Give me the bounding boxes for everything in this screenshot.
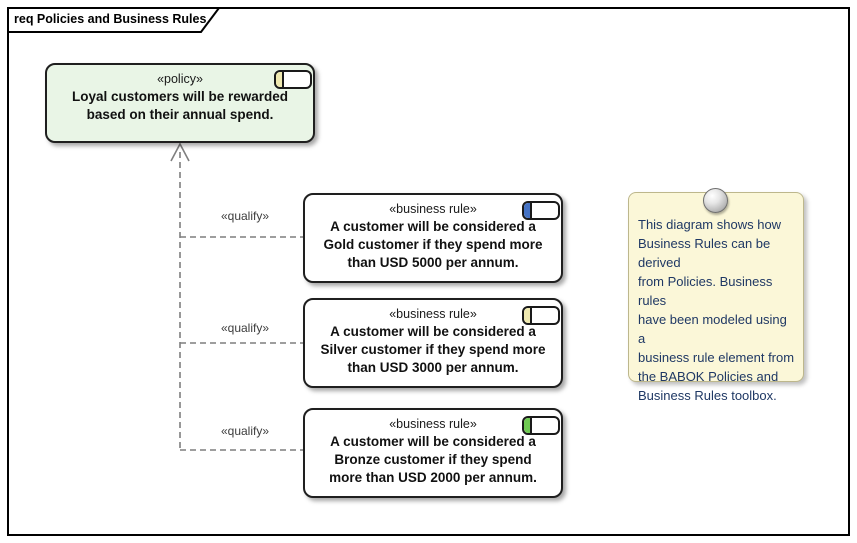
note-text: This diagram shows how Business Rules ca… xyxy=(638,217,795,403)
business-rule-gold-text: A customer will be considered a Gold cus… xyxy=(323,219,543,270)
business-rule-bronze-element[interactable]: «business rule» A customer will be consi… xyxy=(303,408,563,498)
business-rule-silver-icon xyxy=(522,306,560,325)
policy-icon-stripe xyxy=(276,72,284,87)
business-rule-gold-icon xyxy=(522,201,560,220)
business-rule-bronze-text: A customer will be considered a Bronze c… xyxy=(329,434,537,485)
qualify-label-gold: «qualify» xyxy=(220,209,270,223)
business-rule-silver-element[interactable]: «business rule» A customer will be consi… xyxy=(303,298,563,388)
policy-text: Loyal customers will be rewarded based o… xyxy=(71,89,289,122)
policy-requirement-icon xyxy=(274,70,312,89)
business-rule-bronze-icon xyxy=(522,416,560,435)
business-rule-stereotype: «business rule» xyxy=(389,202,477,216)
business-rule-silver-icon-stripe xyxy=(524,308,532,323)
note-element[interactable]: This diagram shows how Business Rules ca… xyxy=(628,192,804,403)
qualify-label-silver: «qualify» xyxy=(220,321,270,335)
policy-stereotype: «policy» xyxy=(157,72,203,86)
business-rule-stereotype: «business rule» xyxy=(389,307,477,321)
note-pin-icon xyxy=(703,188,728,213)
frame-title: req Policies and Business Rules xyxy=(14,12,207,26)
business-rule-stereotype: «business rule» xyxy=(389,417,477,431)
business-rule-gold-icon-stripe xyxy=(524,203,532,218)
business-rule-silver-text: A customer will be considered a Silver c… xyxy=(320,324,546,375)
qualify-label-bronze: «qualify» xyxy=(220,424,270,438)
business-rule-bronze-icon-stripe xyxy=(524,418,532,433)
business-rule-gold-element[interactable]: «business rule» A customer will be consi… xyxy=(303,193,563,283)
policy-element[interactable]: «policy» Loyal customers will be rewarde… xyxy=(45,63,315,143)
